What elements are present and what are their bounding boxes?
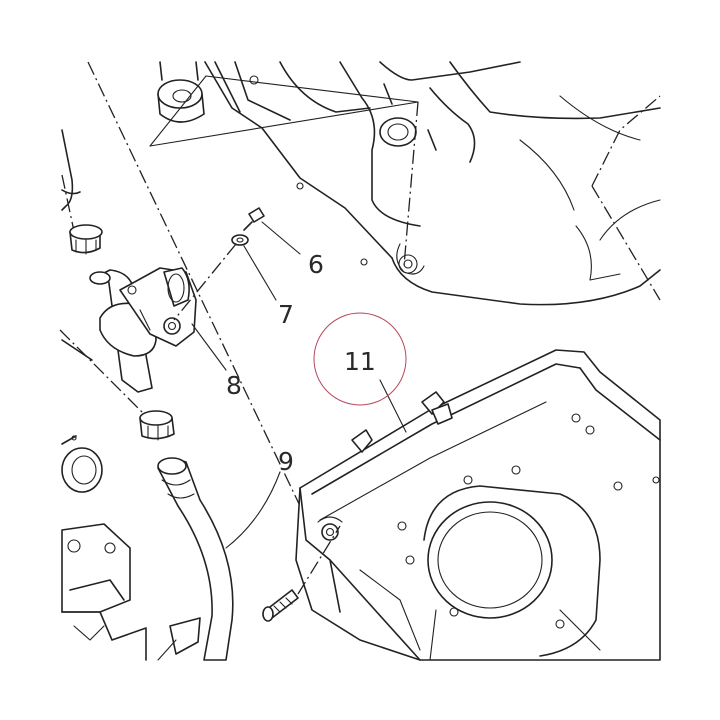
hose-clamp-upper (69, 224, 103, 255)
centerline-valve-upper (61, 174, 79, 251)
leader-11 (379, 379, 407, 433)
screw-6 (243, 207, 265, 231)
hose-9 (157, 457, 234, 661)
callout-9: 9 (278, 447, 294, 476)
centerline-bolt (297, 525, 341, 595)
leader-8 (191, 323, 227, 371)
hose-clamp-lower (139, 410, 175, 441)
leader-line-grommet (149, 101, 419, 147)
centerline-main (87, 61, 323, 553)
callout-6: 6 (308, 250, 324, 279)
long-bolt (262, 589, 299, 622)
upper-cover (204, 61, 661, 306)
left-tube-top (61, 129, 81, 211)
leader-6 (261, 221, 301, 255)
left-lower-parts (61, 339, 201, 661)
air-valve-body (89, 267, 197, 393)
leader-9 (225, 471, 281, 549)
callout-7: 7 (278, 300, 294, 329)
washer-7 (231, 234, 249, 246)
highlight-circle (313, 312, 407, 406)
airbox-11 (295, 349, 661, 661)
leader-7 (243, 245, 277, 301)
centerline-cover (403, 101, 419, 267)
centerline-screw (173, 243, 237, 321)
rubber-grommet (149, 61, 207, 147)
callout-11: 11 (344, 347, 376, 376)
callout-8: 8 (226, 371, 242, 400)
